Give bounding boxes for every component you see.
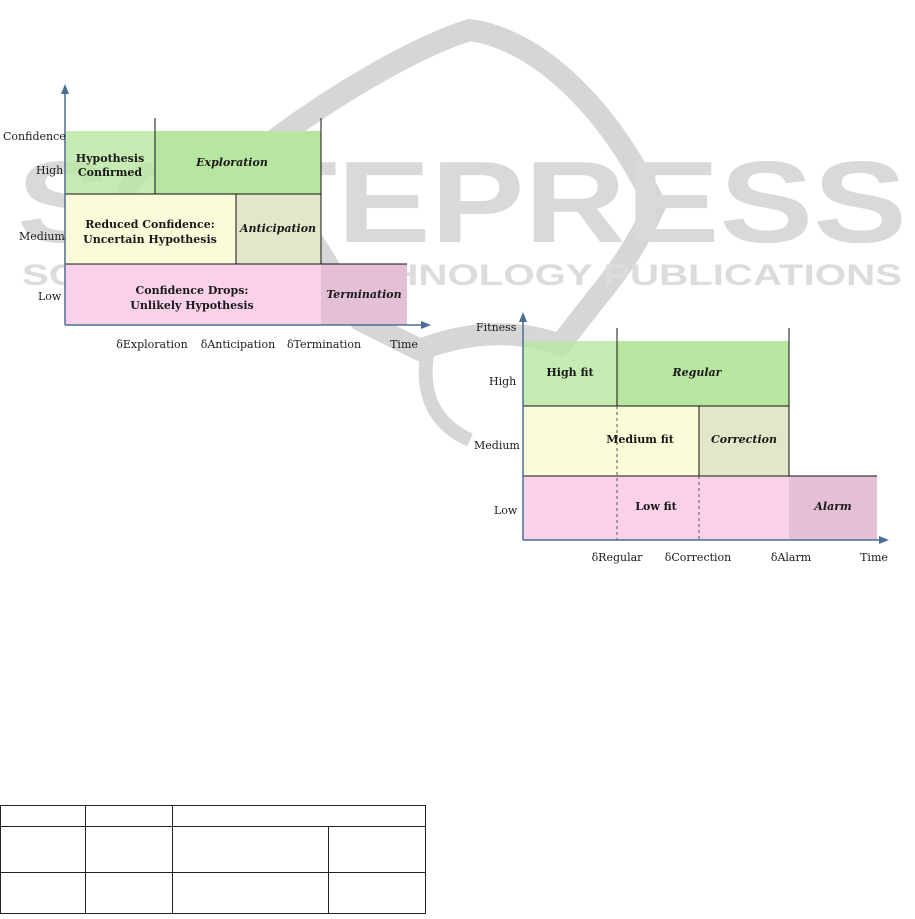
- table-cell: [0, 826, 86, 873]
- table-row: [0, 872, 426, 914]
- label-anticipation: Anticipation: [239, 222, 316, 235]
- region-hypothesis-confirmed: [65, 131, 155, 194]
- watermark-swoosh: [418, 338, 474, 447]
- partial-table: [0, 805, 426, 914]
- table-cell: [85, 826, 173, 873]
- tick-anticipation: δAnticipation: [201, 338, 276, 351]
- x-axis-label: Time: [390, 338, 418, 351]
- region-low-fit: [523, 476, 789, 540]
- region-regular: [617, 341, 789, 406]
- label-correction: Correction: [711, 433, 777, 446]
- x-axis-arrow-icon: [421, 321, 431, 329]
- fitness-diagram: Fitness High Medium Low δRegular δCorrec…: [474, 312, 889, 564]
- label-termination: Termination: [326, 288, 401, 301]
- label-hypothesis-confirmed-2: Confirmed: [78, 166, 143, 179]
- label-regular: Regular: [672, 366, 723, 379]
- table-cell: [0, 805, 86, 827]
- label-medium-fit: Medium fit: [606, 433, 675, 446]
- label-low-fit: Low fit: [635, 500, 677, 513]
- region-reduced-confidence: [65, 194, 236, 264]
- label-exploration: Exploration: [195, 156, 268, 169]
- level-medium: Medium: [19, 230, 65, 243]
- table-cell: [328, 826, 426, 873]
- confidence-diagram: Confidence High Medium Low δExploration …: [3, 84, 431, 351]
- label-high-fit: High fit: [546, 366, 594, 379]
- label-reduced-confidence-1: Reduced Confidence:: [85, 218, 215, 231]
- level-high: High: [36, 164, 63, 177]
- label-confidence-drops-1: Confidence Drops:: [136, 284, 249, 297]
- region-termination: [321, 264, 407, 325]
- level-medium: Medium: [474, 439, 520, 452]
- tick-alarm: δAlarm: [771, 551, 812, 564]
- tick-regular: δRegular: [592, 551, 644, 564]
- level-low: Low: [38, 290, 62, 303]
- region-high-fit: [523, 341, 617, 406]
- y-axis-label: Confidence: [3, 130, 66, 143]
- region-alarm: [789, 476, 877, 540]
- region-anticipation: [236, 194, 321, 264]
- region-correction: [699, 406, 789, 476]
- region-exploration: [155, 131, 321, 194]
- table-cell: [172, 872, 329, 914]
- level-low: Low: [494, 504, 518, 517]
- label-hypothesis-confirmed-1: Hypothesis: [76, 152, 144, 165]
- y-axis-arrow-icon: [61, 84, 69, 94]
- label-alarm: Alarm: [813, 500, 851, 513]
- y-axis-label: Fitness: [476, 321, 517, 334]
- table-cell: [0, 872, 86, 914]
- label-confidence-drops-2: Unlikely Hypothesis: [130, 299, 253, 312]
- table-row: [0, 826, 426, 873]
- tick-exploration: δExploration: [116, 338, 188, 351]
- x-axis-arrow-icon: [879, 536, 889, 544]
- table-cell: [172, 826, 329, 873]
- table-row: [0, 805, 426, 827]
- tick-termination: δTermination: [287, 338, 361, 351]
- table-cell: [328, 872, 426, 914]
- level-high: High: [489, 375, 516, 388]
- y-axis-arrow-icon: [519, 312, 527, 322]
- label-reduced-confidence-2: Uncertain Hypothesis: [83, 233, 217, 246]
- x-axis-label: Time: [860, 551, 888, 564]
- table-cell: [172, 805, 426, 827]
- table-cell: [85, 805, 173, 827]
- tick-correction: δCorrection: [665, 551, 732, 564]
- region-confidence-drops: [65, 264, 321, 325]
- table-cell: [85, 872, 173, 914]
- region-medium-fit: [523, 406, 699, 476]
